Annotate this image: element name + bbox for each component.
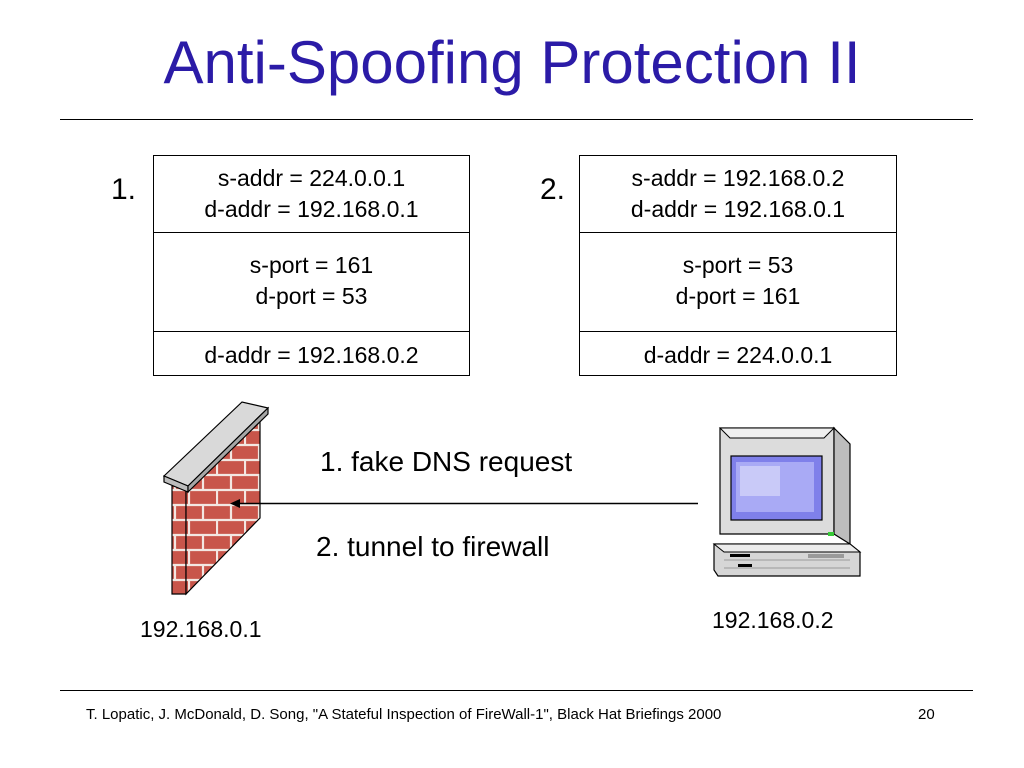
footer-divider: [60, 690, 973, 691]
packet-1-rewrite: d-addr = 192.168.0.2: [204, 342, 419, 368]
packet-1-saddr: s-addr = 224.0.0.1: [217, 165, 406, 191]
slide-title: Anti-Spoofing Protection II: [163, 29, 861, 96]
flow-arrow: [230, 499, 698, 508]
packet-2-table: s-addr = 192.168.0.2 d-addr = 192.168.0.…: [579, 155, 897, 376]
packet-2-dport: d-port = 161: [675, 283, 801, 309]
firewall-brick-wall-icon: [162, 401, 270, 596]
packet-1-table: s-addr = 224.0.0.1 d-addr = 192.168.0.1 …: [153, 155, 470, 376]
packet-2-port-cell: s-port = 53 d-port = 161: [580, 250, 896, 312]
packet-1-divider-1: [154, 232, 469, 233]
packet-2-number: 2.: [540, 173, 566, 206]
packet-2-addr-cell: s-addr = 192.168.0.2 d-addr = 192.168.0.…: [580, 163, 896, 225]
packet-2-divider-1: [580, 232, 896, 233]
title-divider: [60, 119, 973, 120]
packet-2-daddr: d-addr = 192.168.0.1: [630, 196, 846, 222]
page-number: 20: [918, 706, 935, 723]
desktop-computer-icon: [712, 426, 862, 577]
packet-1-rewrite-cell: d-addr = 192.168.0.2: [154, 340, 469, 371]
footer-citation: T. Lopatic, J. McDonald, D. Song, "A Sta…: [86, 706, 722, 723]
packet-2-rewrite-cell: d-addr = 224.0.0.1: [580, 340, 896, 371]
packet-1-number: 1.: [111, 173, 137, 206]
packet-2-saddr: s-addr = 192.168.0.2: [631, 165, 845, 191]
packet-1-addr-cell: s-addr = 224.0.0.1 d-addr = 192.168.0.1: [154, 163, 469, 225]
packet-1-dport: d-port = 53: [255, 283, 368, 309]
packet-1-port-cell: s-port = 161 d-port = 53: [154, 250, 469, 312]
flow-label-fake-dns-request: 1. fake DNS request: [320, 446, 573, 477]
packet-1-divider-2: [154, 331, 469, 332]
packet-1-daddr: d-addr = 192.168.0.1: [204, 196, 419, 222]
packet-2-divider-2: [580, 331, 896, 332]
packet-1-sport: s-port = 161: [249, 252, 374, 278]
packet-2-sport: s-port = 53: [682, 252, 794, 278]
workstation-ip-label: 192.168.0.2: [712, 607, 834, 633]
flow-label-tunnel-to-firewall: 2. tunnel to firewall: [316, 531, 550, 562]
firewall-ip-label: 192.168.0.1: [140, 616, 262, 642]
packet-2-rewrite: d-addr = 224.0.0.1: [643, 342, 833, 368]
